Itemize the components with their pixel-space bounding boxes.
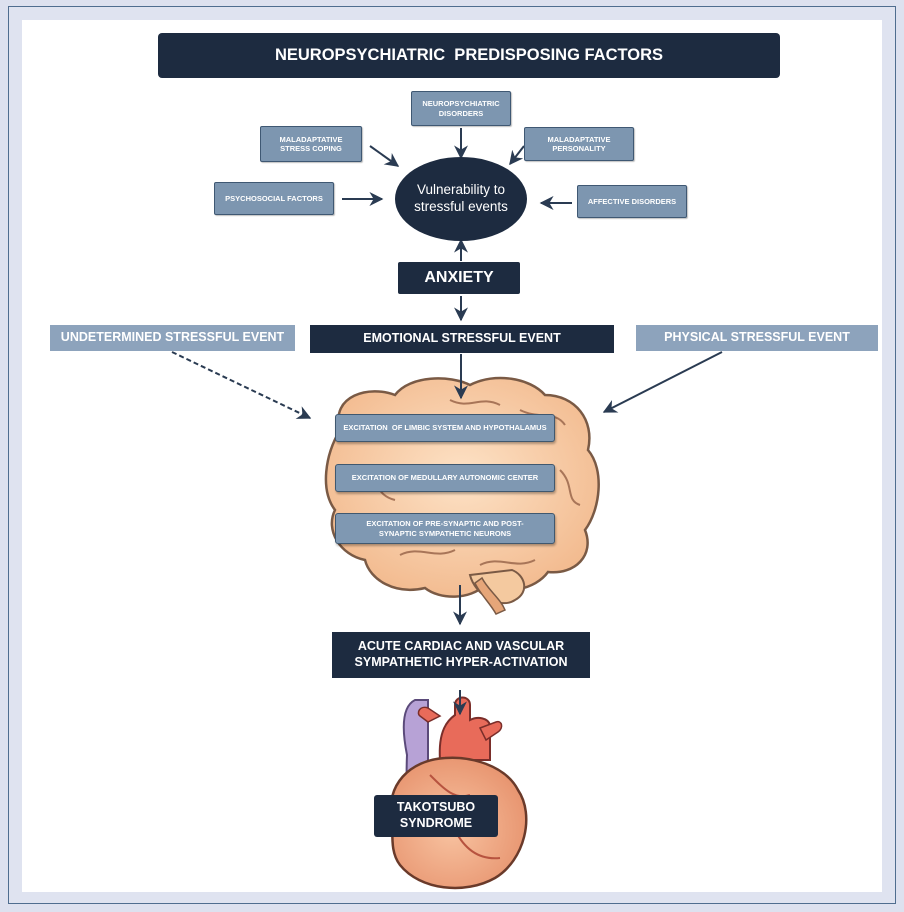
- activation-node: ACUTE CARDIAC AND VASCULAR SYMPATHETIC H…: [332, 632, 590, 678]
- anxiety-text: ANXIETY: [424, 269, 494, 286]
- event-label: PHYSICAL STRESSFUL EVENT: [664, 330, 850, 345]
- factor-label: PSYCHOSOCIAL FACTORS: [225, 193, 323, 203]
- anxiety-node: ANXIETY: [398, 262, 520, 294]
- event-undetermined: UNDETERMINED STRESSFUL EVENT: [50, 325, 295, 351]
- arrows: [171, 128, 723, 716]
- arrow-undetermined-to-brain: [171, 351, 312, 419]
- step-label: EXCITATION OF MEDULLARY AUTONOMIC CENTER: [351, 473, 539, 483]
- factor-maladaptative-stress-coping: MALADAPTATIVE STRESS COPING: [260, 126, 362, 162]
- factor-psychosocial-factors: PSYCHOSOCIAL FACTORS: [214, 182, 334, 215]
- vulnerability-node: [395, 157, 527, 241]
- step-synaptic-excitation: EXCITATION OF PRE-SYNAPTIC AND POST-SYNA…: [335, 513, 555, 544]
- arrow-physical-to-brain: [602, 351, 723, 413]
- step-label: EXCITATION OF PRE-SYNAPTIC AND POST-SYNA…: [366, 519, 524, 538]
- vulnerability-text: Vulnerability to stressful events: [414, 182, 508, 214]
- vulnerability-label: Vulnerability to stressful events: [402, 166, 520, 232]
- heart-illustration: [389, 696, 528, 890]
- activation-text: ACUTE CARDIAC AND VASCULAR SYMPATHETIC H…: [354, 639, 568, 669]
- step-label: EXCITATION OF LIMBIC SYSTEM AND HYPOTHAL…: [343, 423, 547, 433]
- outcome-text: TAKOTSUBO SYNDROME: [396, 800, 476, 830]
- factor-label: NEUROPSYCHIATRIC DISORDERS: [422, 99, 500, 118]
- event-label: EMOTIONAL STRESSFUL EVENT: [363, 331, 561, 346]
- event-label: UNDETERMINED STRESSFUL EVENT: [60, 330, 285, 345]
- event-physical: PHYSICAL STRESSFUL EVENT: [636, 325, 878, 351]
- step-medullary-excitation: EXCITATION OF MEDULLARY AUTONOMIC CENTER: [335, 464, 555, 492]
- factor-label: MALADAPTATIVE PERSONALITY: [547, 134, 611, 153]
- factor-affective-disorders: AFFECTIVE DISORDERS: [577, 185, 687, 218]
- event-emotional: EMOTIONAL STRESSFUL EVENT: [310, 325, 614, 353]
- arrow-personality-to-vulnerability: [509, 145, 525, 166]
- outcome-node: TAKOTSUBO SYNDROME: [374, 795, 498, 837]
- factor-label: AFFECTIVE DISORDERS: [587, 196, 677, 206]
- page-title: NEUROPSYCHIATRIC PREDISPOSING FACTORS: [158, 33, 780, 78]
- factor-neuropsychiatric-disorders: NEUROPSYCHIATRIC DISORDERS: [411, 91, 511, 126]
- page-title-text: NEUROPSYCHIATRIC PREDISPOSING FACTORS: [274, 46, 664, 65]
- arrow-coping-to-vulnerability: [369, 145, 400, 167]
- factor-maladaptative-personality: MALADAPTATIVE PERSONALITY: [524, 127, 634, 161]
- step-limbic-excitation: EXCITATION OF LIMBIC SYSTEM AND HYPOTHAL…: [335, 414, 555, 442]
- factor-label: MALADAPTATIVE STRESS COPING: [279, 134, 343, 153]
